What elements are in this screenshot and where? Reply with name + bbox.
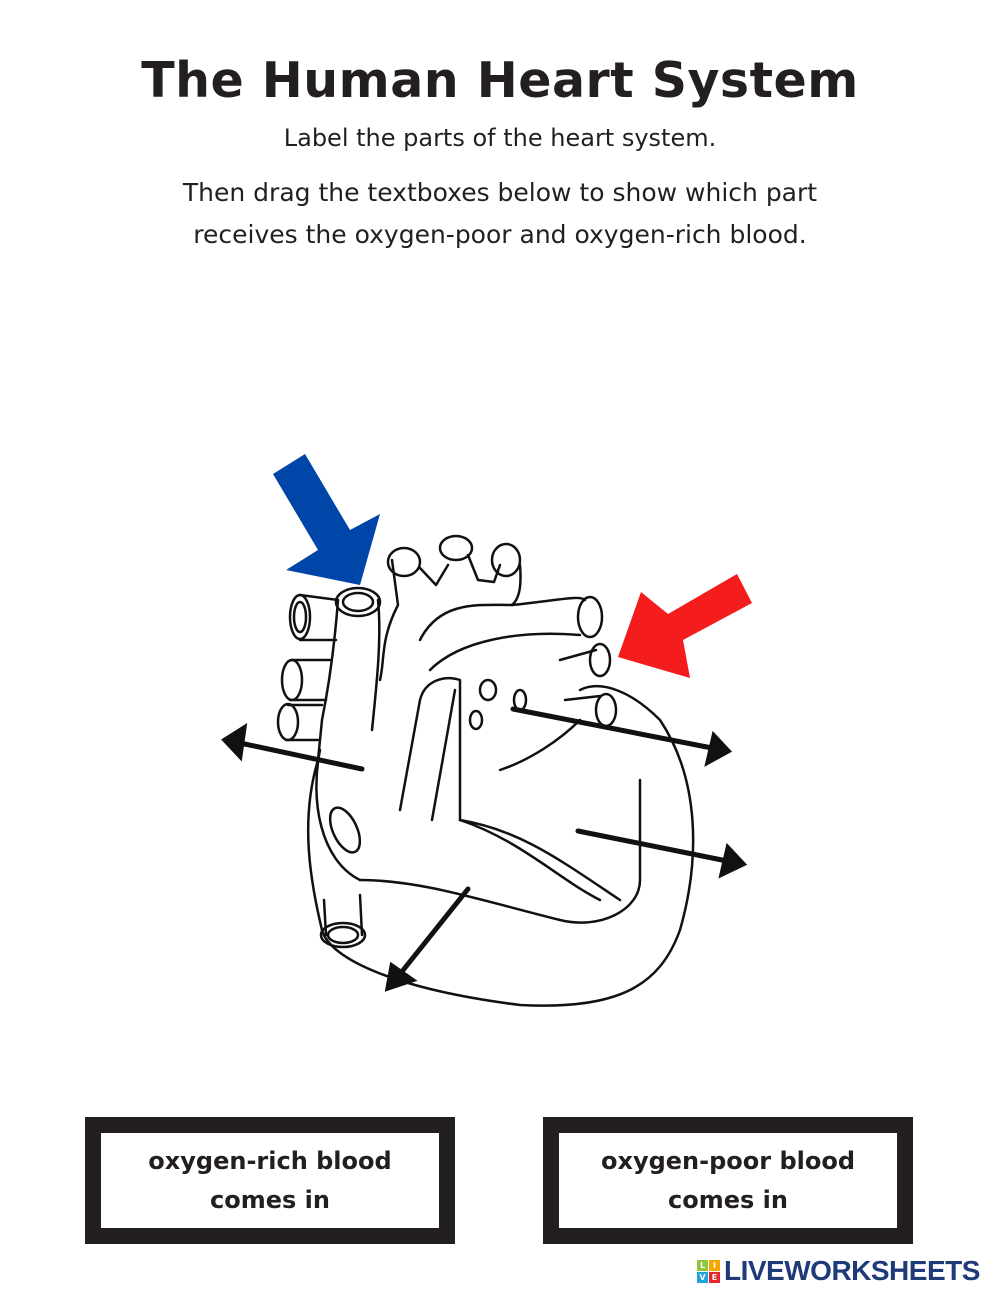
label-arrow-left-atrium — [510, 706, 715, 751]
instruction-drag: Then drag the textboxes below to show wh… — [0, 172, 1000, 256]
logo-text: LIVEWORKSHEETS — [724, 1255, 980, 1286]
textbox-line1: oxygen-poor blood — [600, 1146, 856, 1175]
red-arrow-icon — [618, 574, 752, 678]
draggable-oxygen-rich-label[interactable]: oxygen-rich blood comes in — [101, 1133, 439, 1228]
textbox-oxygen-rich[interactable]: oxygen-rich blood comes in — [85, 1117, 455, 1244]
draggable-oxygen-poor-label[interactable]: oxygen-poor blood comes in — [559, 1133, 897, 1228]
blue-arrow-icon — [273, 454, 380, 585]
page-title: The Human Heart System — [141, 52, 859, 109]
instruction-drag-line2: receives the oxygen-poor and oxygen-rich… — [193, 220, 807, 249]
liveworksheets-logo[interactable]: L I V E LIVEWORKSHEETS — [697, 1255, 980, 1287]
textbox-oxygen-poor[interactable]: oxygen-poor blood comes in — [543, 1117, 913, 1244]
live-logo-icon: L I V E — [697, 1259, 720, 1283]
label-arrow-right-atrium — [237, 740, 365, 772]
label-arrow-left-ventricle — [575, 828, 730, 864]
heart-outline — [276, 534, 695, 1007]
label-arrow-right-ventricle — [397, 886, 471, 977]
instruction-drag-line1: Then drag the textboxes below to show wh… — [182, 178, 818, 207]
textbox-line2: comes in — [210, 1185, 330, 1214]
textbox-line1: oxygen-rich blood — [148, 1146, 392, 1175]
instruction-label-parts: Label the parts of the heart system. — [283, 124, 717, 152]
textbox-line2: comes in — [668, 1185, 788, 1214]
